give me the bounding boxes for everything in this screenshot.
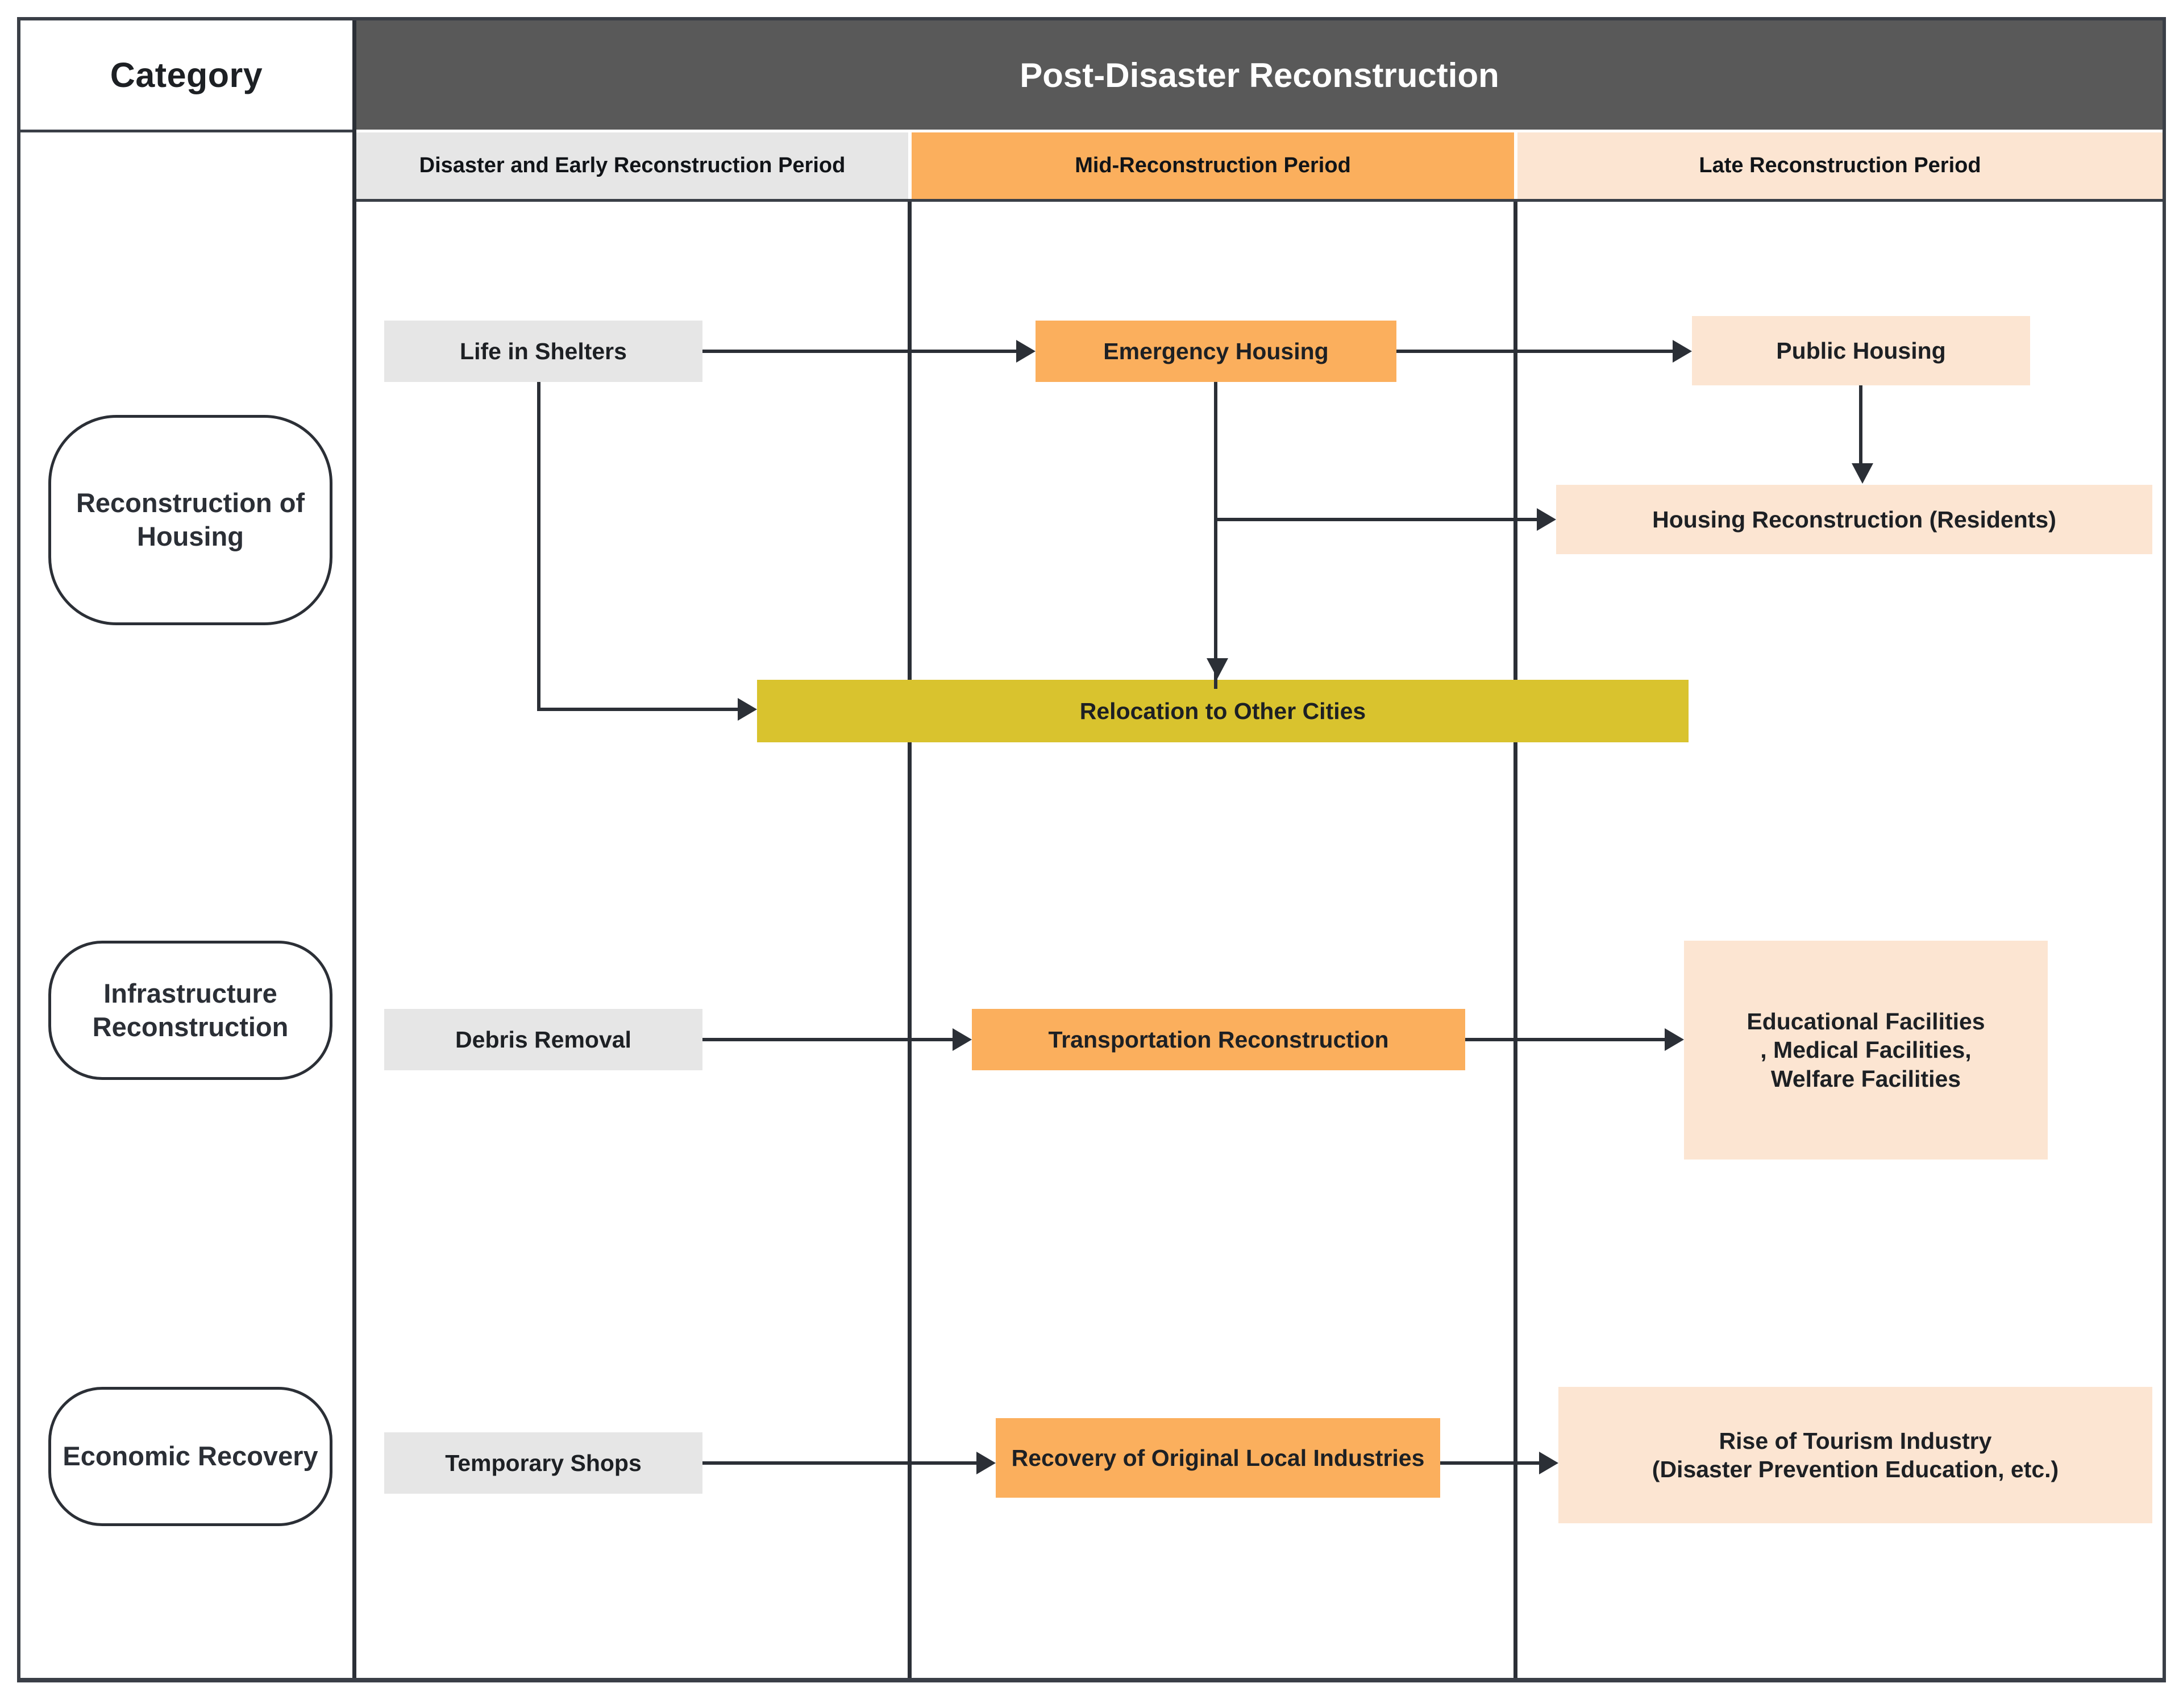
facilities-line-1: Educational Facilities, Medical Faciliti… [1747, 1008, 1985, 1092]
edge-shelters-to-relocation [537, 708, 739, 711]
frame-left-border [17, 17, 20, 1682]
arrowhead-emergency-to-public [1673, 340, 1692, 363]
frame-bottom-border [17, 1678, 2166, 1682]
arrowhead-public-to-housing-reconstruction [1852, 463, 1873, 484]
diagram-title: Post-Disaster Reconstruction [356, 20, 2163, 130]
node-rise-of-tourism-industry[interactable]: Rise of Tourism Industry(Disaster Preven… [1558, 1387, 2152, 1523]
frame-right-border [2163, 17, 2166, 1682]
node-life-in-shelters[interactable]: Life in Shelters [384, 321, 702, 382]
edge-temp-shops-to-local-industries [702, 1461, 976, 1465]
edge-shelters-down-stem [537, 382, 540, 710]
frame-top-border [17, 17, 2166, 20]
arrowhead-debris-to-transportation [953, 1028, 972, 1051]
node-debris-removal[interactable]: Debris Removal [384, 1009, 702, 1070]
category-pill-economic-recovery: Economic Recovery [48, 1387, 332, 1526]
node-public-housing[interactable]: Public Housing [1692, 316, 2030, 385]
node-recovery-of-original-local-industries[interactable]: Recovery of Original Local Industries [996, 1418, 1440, 1498]
arrowhead-transportation-to-facilities [1665, 1028, 1684, 1051]
phase-header-mid: Mid-Reconstruction Period [912, 132, 1514, 199]
edge-local-industries-to-tourism [1440, 1461, 1539, 1465]
arrowhead-shelters-to-emergency [1016, 340, 1036, 363]
edge-transportation-to-facilities [1465, 1038, 1665, 1041]
category-pill-infrastructure-reconstruction: Infrastructure Reconstruction [48, 941, 332, 1080]
column-divider-mid-late [1513, 202, 1517, 1678]
tourism-lines: Rise of Tourism Industry(Disaster Preven… [1652, 1427, 2059, 1482]
arrowhead-emergency-to-housing-reconstruction [1537, 508, 1556, 531]
category-header-cell: Category [20, 20, 352, 130]
arrowhead-local-industries-to-tourism [1539, 1452, 1558, 1474]
arrowhead-temp-shops-to-local-industries [976, 1452, 996, 1474]
phase-header-late: Late Reconstruction Period [1517, 132, 2163, 199]
column-divider-category [352, 20, 356, 1678]
node-emergency-housing[interactable]: Emergency Housing [1036, 321, 1396, 382]
node-educational-medical-welfare-facilities[interactable]: Educational Facilities, Medical Faciliti… [1684, 941, 2048, 1160]
arrowhead-shelters-to-relocation [738, 698, 757, 721]
node-housing-reconstruction-residents[interactable]: Housing Reconstruction (Residents) [1556, 485, 2152, 554]
node-transportation-reconstruction[interactable]: Transportation Reconstruction [972, 1009, 1465, 1070]
arrowhead-emergency-to-relocation [1207, 658, 1228, 679]
edge-debris-to-transportation [702, 1038, 953, 1041]
node-temporary-shops[interactable]: Temporary Shops [384, 1432, 702, 1494]
column-divider-early-mid [908, 202, 912, 1678]
edge-shelters-to-emergency [702, 350, 1016, 353]
category-pill-reconstruction-of-housing: Reconstruction of Housing [48, 415, 332, 625]
category-header-divider [20, 130, 352, 132]
edge-public-to-housing-reconstruction [1859, 385, 1862, 465]
phase-header-divider [356, 199, 2163, 202]
edge-emergency-down-stem [1214, 382, 1217, 689]
phase-header-early: Disaster and Early Reconstruction Period [356, 132, 908, 199]
node-relocation-to-other-cities[interactable]: Relocation to Other Cities [757, 680, 1689, 742]
edge-emergency-to-public [1396, 350, 1673, 353]
edge-emergency-to-housing-reconstruction [1214, 518, 1537, 521]
